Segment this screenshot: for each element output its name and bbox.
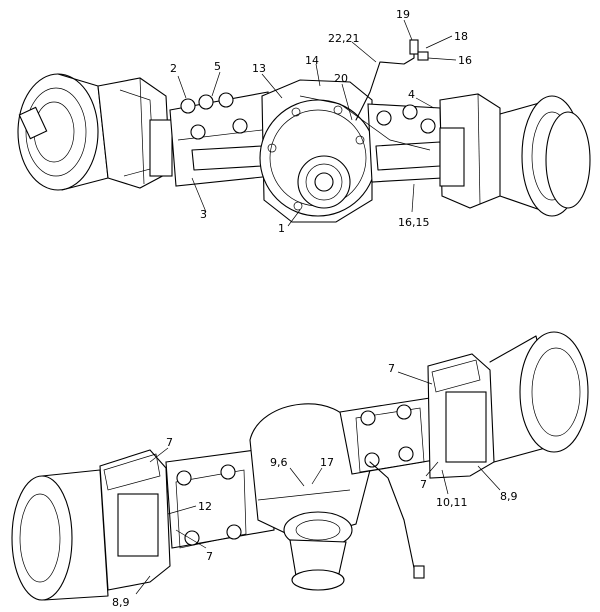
- callout-3: 3: [200, 208, 207, 221]
- bottom-left-brake-assembly: [99, 449, 171, 591]
- brake-pipe: [355, 41, 415, 121]
- callout-7-right: 7: [420, 478, 427, 491]
- pipe-fitting: [409, 39, 429, 61]
- callout-16-15: 16,15: [398, 216, 430, 229]
- bottom-right-brake-assembly: [427, 353, 495, 479]
- top-axle-view: 1 2 3 4 5 13 14 20 22,21 19 18 16 16,15: [17, 8, 591, 235]
- right-wheel-hub: [499, 95, 591, 217]
- callout-2: 2: [170, 62, 177, 75]
- callout-8-9-right: 8,9: [500, 490, 518, 503]
- callout-18: 18: [454, 30, 468, 43]
- bottom-axle-view: 7 7 7 7 8,9 8,9 9,6 17 12 10,11: [11, 331, 589, 609]
- callout-17: 17: [320, 456, 334, 469]
- bottom-left-wheel-hub: [11, 469, 109, 601]
- callout-20: 20: [334, 72, 348, 85]
- bottom-leaders: [135, 371, 501, 595]
- callout-14: 14: [305, 54, 319, 67]
- bottom-brake-pipe: [369, 461, 421, 577]
- bottom-pipe-fitting: [413, 565, 425, 579]
- callout-12: 12: [198, 500, 212, 513]
- callout-1: 1: [278, 222, 285, 235]
- brake-line-harness: [299, 95, 431, 151]
- callout-10-11: 10,11: [436, 496, 468, 509]
- callout-7-lower-left: 7: [206, 550, 213, 563]
- bottom-callouts: 7 7 7 7 8,9 8,9 9,6 17 12 10,11: [112, 362, 518, 609]
- bottom-right-wheel-hub: [489, 331, 589, 463]
- bottom-right-axle-housing: [339, 397, 435, 475]
- left-axle-housing: [169, 91, 273, 187]
- right-brake-assembly: [439, 93, 501, 209]
- callout-4: 4: [408, 88, 415, 101]
- left-wheel-hub: [17, 73, 109, 191]
- callout-13: 13: [252, 62, 266, 75]
- callout-8-9-left: 8,9: [112, 596, 130, 609]
- left-brake-assembly: [97, 77, 173, 189]
- top-callouts: 1 2 3 4 5 13 14 20 22,21 19 18 16 16,15: [170, 8, 472, 235]
- differential-housing: [259, 79, 377, 223]
- callout-7-left: 7: [166, 436, 173, 449]
- callout-22-21: 22,21: [328, 32, 360, 45]
- callout-16: 16: [458, 54, 472, 67]
- bottom-differential-housing: [249, 403, 371, 591]
- callout-9-6: 9,6: [270, 456, 288, 469]
- callout-5: 5: [214, 60, 221, 73]
- right-axle-housing: [367, 103, 443, 183]
- top-leaders: [177, 19, 457, 227]
- callout-19: 19: [396, 8, 410, 21]
- callout-7-upper-right: 7: [388, 362, 395, 375]
